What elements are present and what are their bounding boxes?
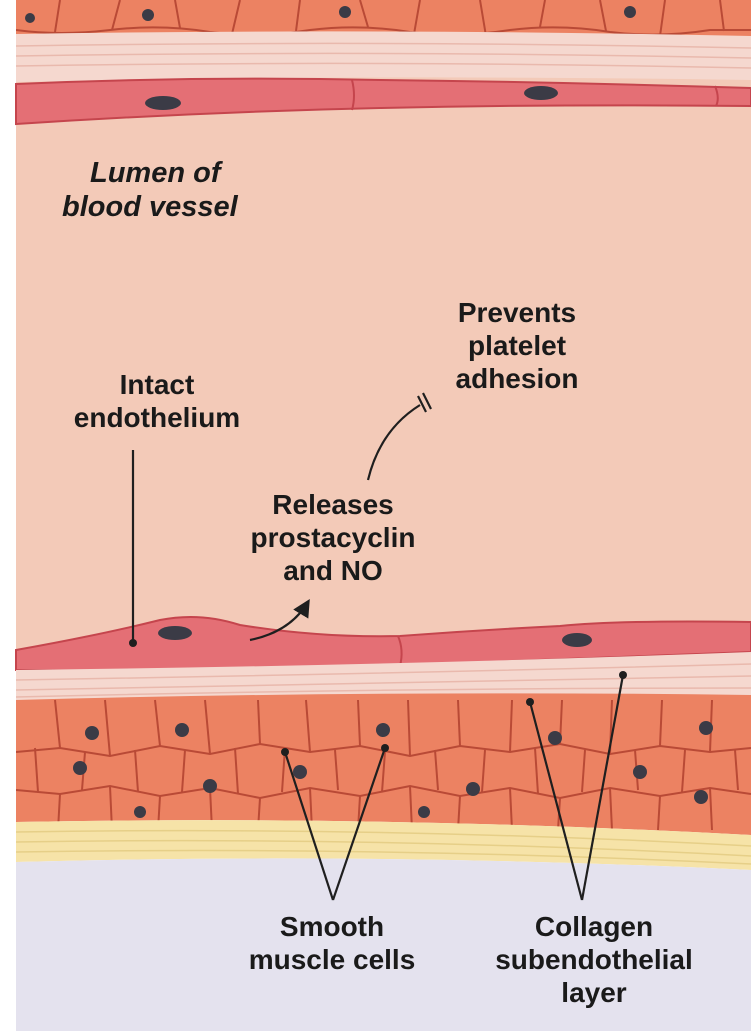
top-collagen-band [16,31,751,82]
smooth-muscle-cells-label: Smooth muscle cells [212,910,452,976]
intact-endothelium-label: Intact endothelium [42,368,272,434]
prevents-platelet-adhesion-label: Prevents platelet adhesion [412,296,622,395]
collagen-layer-label: Collagen subendothelial layer [470,910,718,1009]
lumen-label: Lumen of blood vessel [62,156,238,224]
releases-prostacyclin-label: Releases prostacyclin and NO [213,488,453,587]
smooth-muscle-layer [16,690,751,840]
